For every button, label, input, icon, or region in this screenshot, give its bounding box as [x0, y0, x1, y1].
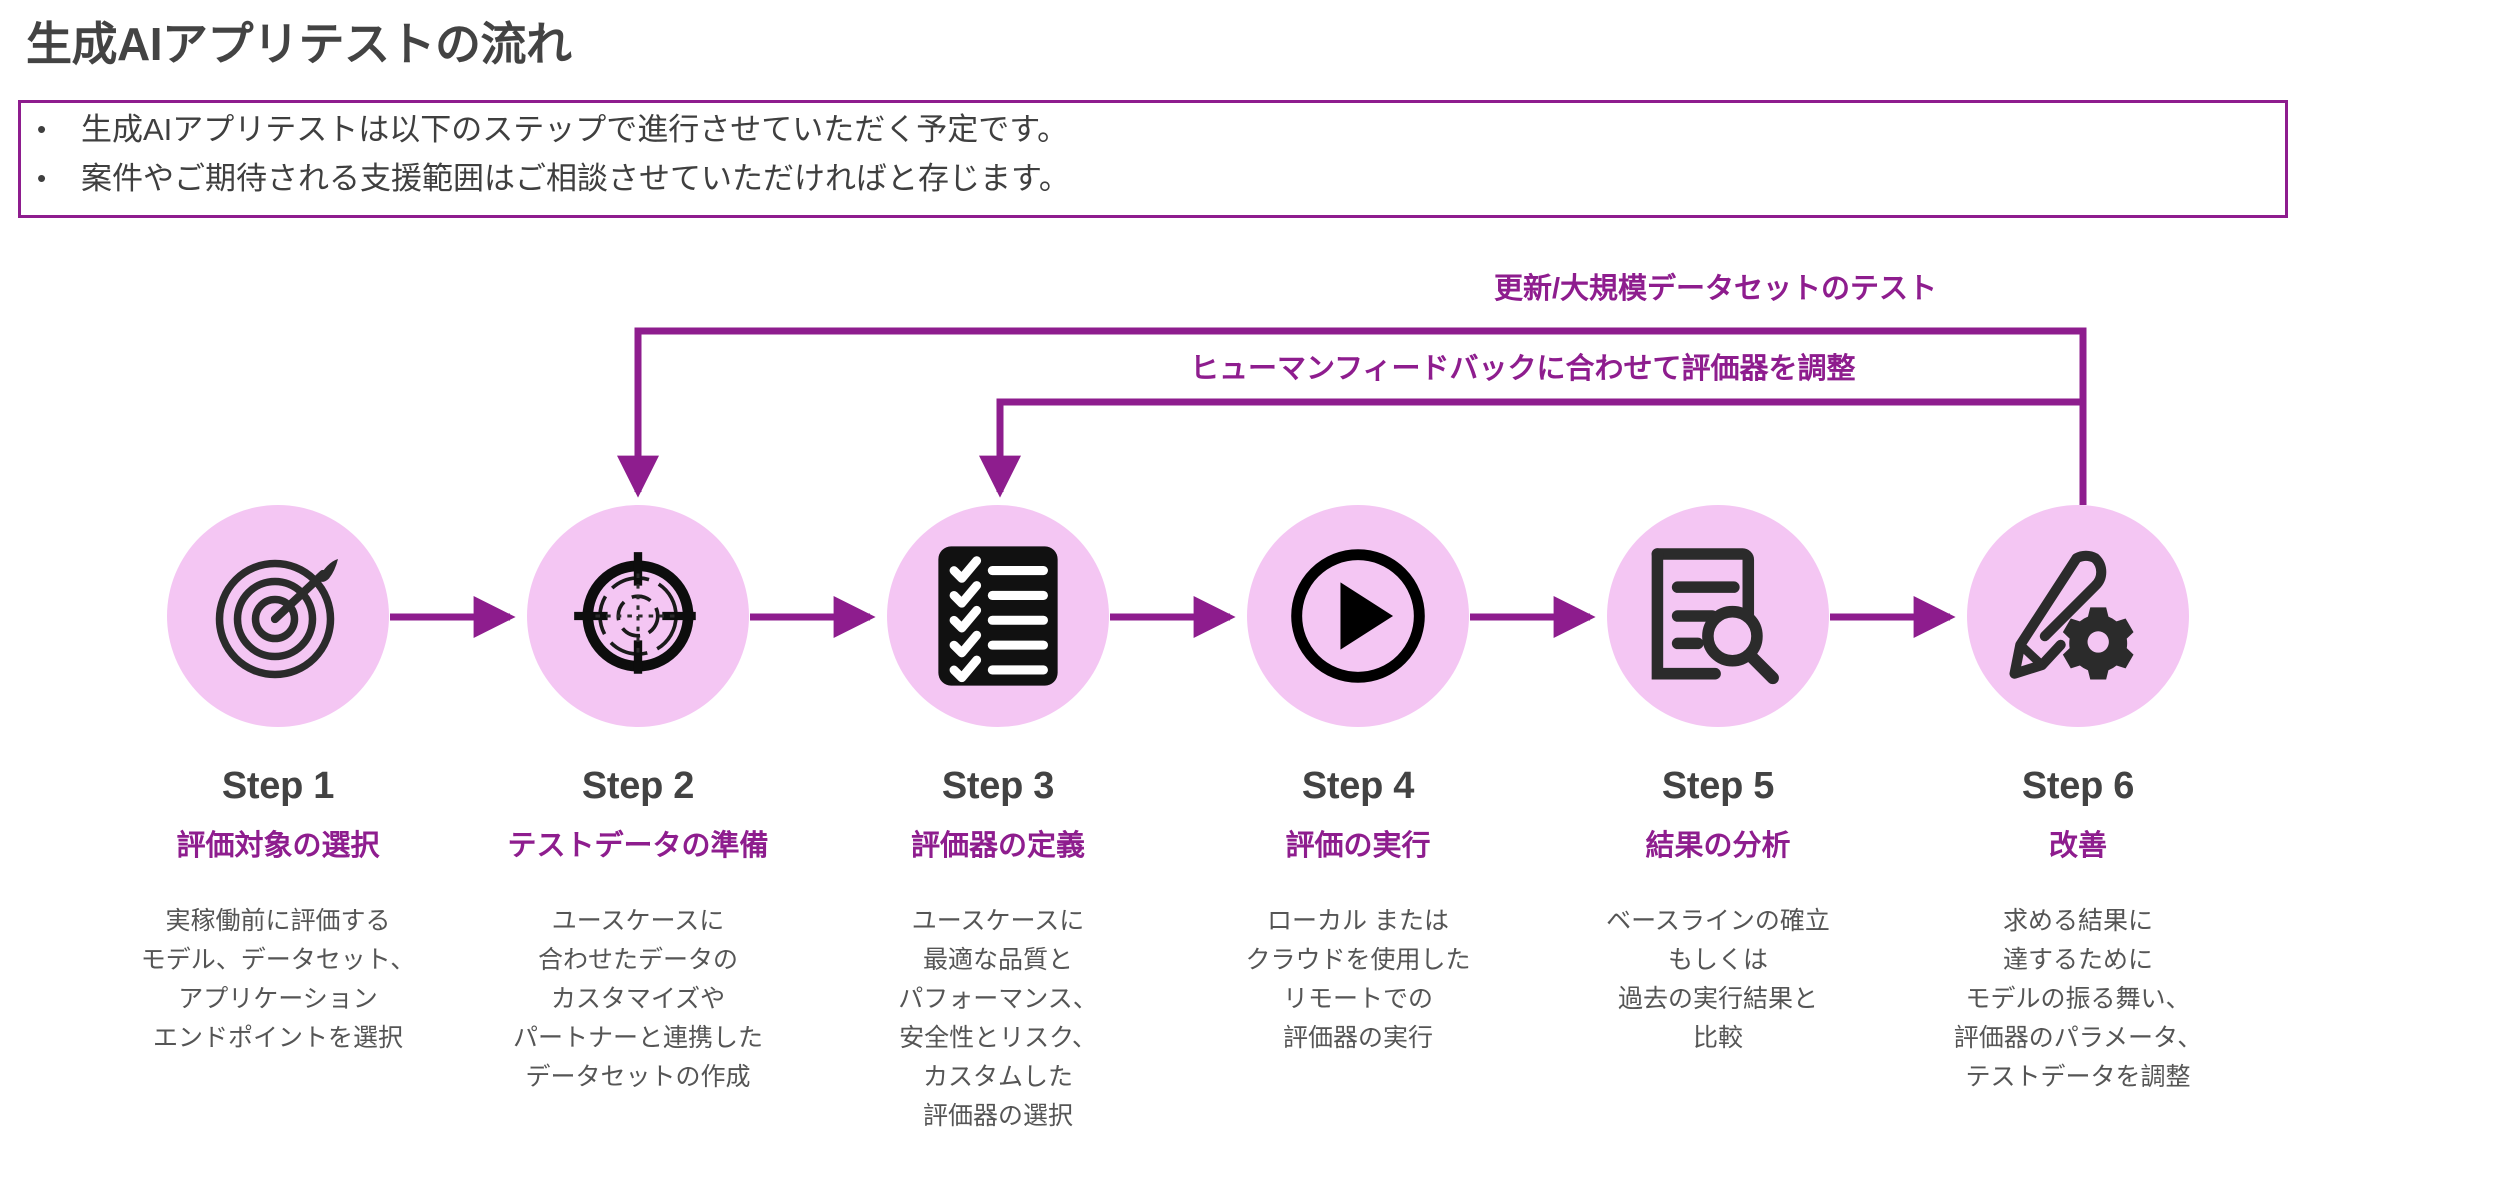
- bullet-text: 案件やご期待される支援範囲はご相談させていただければと存じます。: [81, 161, 1070, 196]
- feedback-loop-label-update: 更新/大規模データセットのテスト: [1494, 273, 1938, 305]
- step-2-icon-circle: [527, 505, 749, 727]
- process-step-list: Step 1 評価対象の選択 実稼働前に評価する モデル、データセット、 アプリ…: [0, 505, 2500, 1136]
- step-5-subtitle: 結果の分析: [1645, 830, 1791, 862]
- step-2-subtitle: テストデータの準備: [507, 830, 769, 862]
- step-3-name: Step 3: [941, 765, 1055, 807]
- step-3-icon-circle: [887, 505, 1109, 727]
- step-5-icon-circle: [1607, 505, 1829, 727]
- bullet-marker-icon: •: [37, 114, 47, 144]
- document-search-icon: [1651, 548, 1779, 685]
- step-2-name: Step 2: [581, 765, 695, 807]
- process-step-5[interactable]: Step 5 結果の分析 ベースラインの確立 もしくは 過去の実行結果と 比較: [1538, 505, 1898, 1136]
- step-2-description: ユースケースに 合わせたデータの カスタマイズや パートナーと連携した データセ…: [512, 907, 763, 1091]
- step-1-icon-circle: [167, 505, 389, 727]
- play-circle-icon: [1291, 549, 1425, 683]
- step-5-description: ベースラインの確立 もしくは 過去の実行結果と 比較: [1606, 907, 1830, 1052]
- step-6-description: 求める結果に 達するために モデルの振る舞い、 評価器のパラメータ、 テストデー…: [1953, 907, 2203, 1091]
- step-1-description: 実稼働前に評価する モデル、データセット、 アプリケーション エンドポイントを選…: [140, 907, 416, 1052]
- step-5-name: Step 5: [1661, 765, 1775, 807]
- step-4-icon-circle: [1247, 505, 1469, 727]
- feedback-path-step6-to-step3: [979, 398, 2087, 505]
- step-6-icon-circle: [1967, 505, 2189, 727]
- dartboard-target-icon: [215, 559, 338, 679]
- step-4-description: ローカル または クラウドを使用した リモートでの 評価器の実行: [1245, 907, 1471, 1052]
- step-4-name: Step 4: [1301, 765, 1415, 807]
- step-3-description: ユースケースに 最適な品質と パフォーマンス、 安全性とリスク、 カスタムした …: [898, 907, 1098, 1130]
- feedback-loop-label-human: ヒューマンフィードバックに合わせて評価器を調整: [1190, 353, 1856, 385]
- step-3-subtitle: 評価器の定義: [910, 830, 1085, 862]
- process-step-2[interactable]: Step 2 テストデータの準備 ユースケースに 合わせたデータの カスタマイズ…: [458, 505, 818, 1136]
- bullet-text: 生成AIアプリテストは以下のステップで進行させていただく予定です。: [81, 112, 1069, 147]
- page-title: 生成AIアプリテストの流れ: [26, 18, 572, 70]
- step-1-name: Step 1: [221, 765, 335, 807]
- step-6-subtitle: 改善: [2048, 830, 2107, 862]
- bullet-item: • 案件やご期待される支援範囲はご相談させていただければと存じます。: [21, 156, 2285, 209]
- step-1-subtitle: 評価対象の選択: [176, 830, 380, 862]
- process-step-4[interactable]: Step 4 評価の実行 ローカル または クラウドを使用した リモートでの 評…: [1178, 505, 1538, 1136]
- checklist-icon: [938, 546, 1058, 686]
- step-6-name: Step 6: [2021, 765, 2135, 807]
- bullet-marker-icon: •: [37, 163, 47, 193]
- crosshair-target-icon: [574, 552, 702, 680]
- process-step-3[interactable]: Step 3 評価器の定義 ユースケースに 最適な品質と パフォーマンス、 安全…: [818, 505, 1178, 1136]
- process-step-6[interactable]: Step 6 改善 求める結果に 達するために モデルの振る舞い、 評価器のパラ…: [1898, 505, 2258, 1136]
- step-4-subtitle: 評価の実行: [1285, 830, 1431, 862]
- bullet-item: • 生成AIアプリテストは以下のステップで進行させていただく予定です。: [21, 103, 2285, 156]
- process-step-1[interactable]: Step 1 評価対象の選択 実稼働前に評価する モデル、データセット、 アプリ…: [98, 505, 458, 1136]
- pencil-gear-icon: [2009, 550, 2134, 680]
- summary-callout-box: • 生成AIアプリテストは以下のステップで進行させていただく予定です。 • 案件…: [18, 100, 2288, 218]
